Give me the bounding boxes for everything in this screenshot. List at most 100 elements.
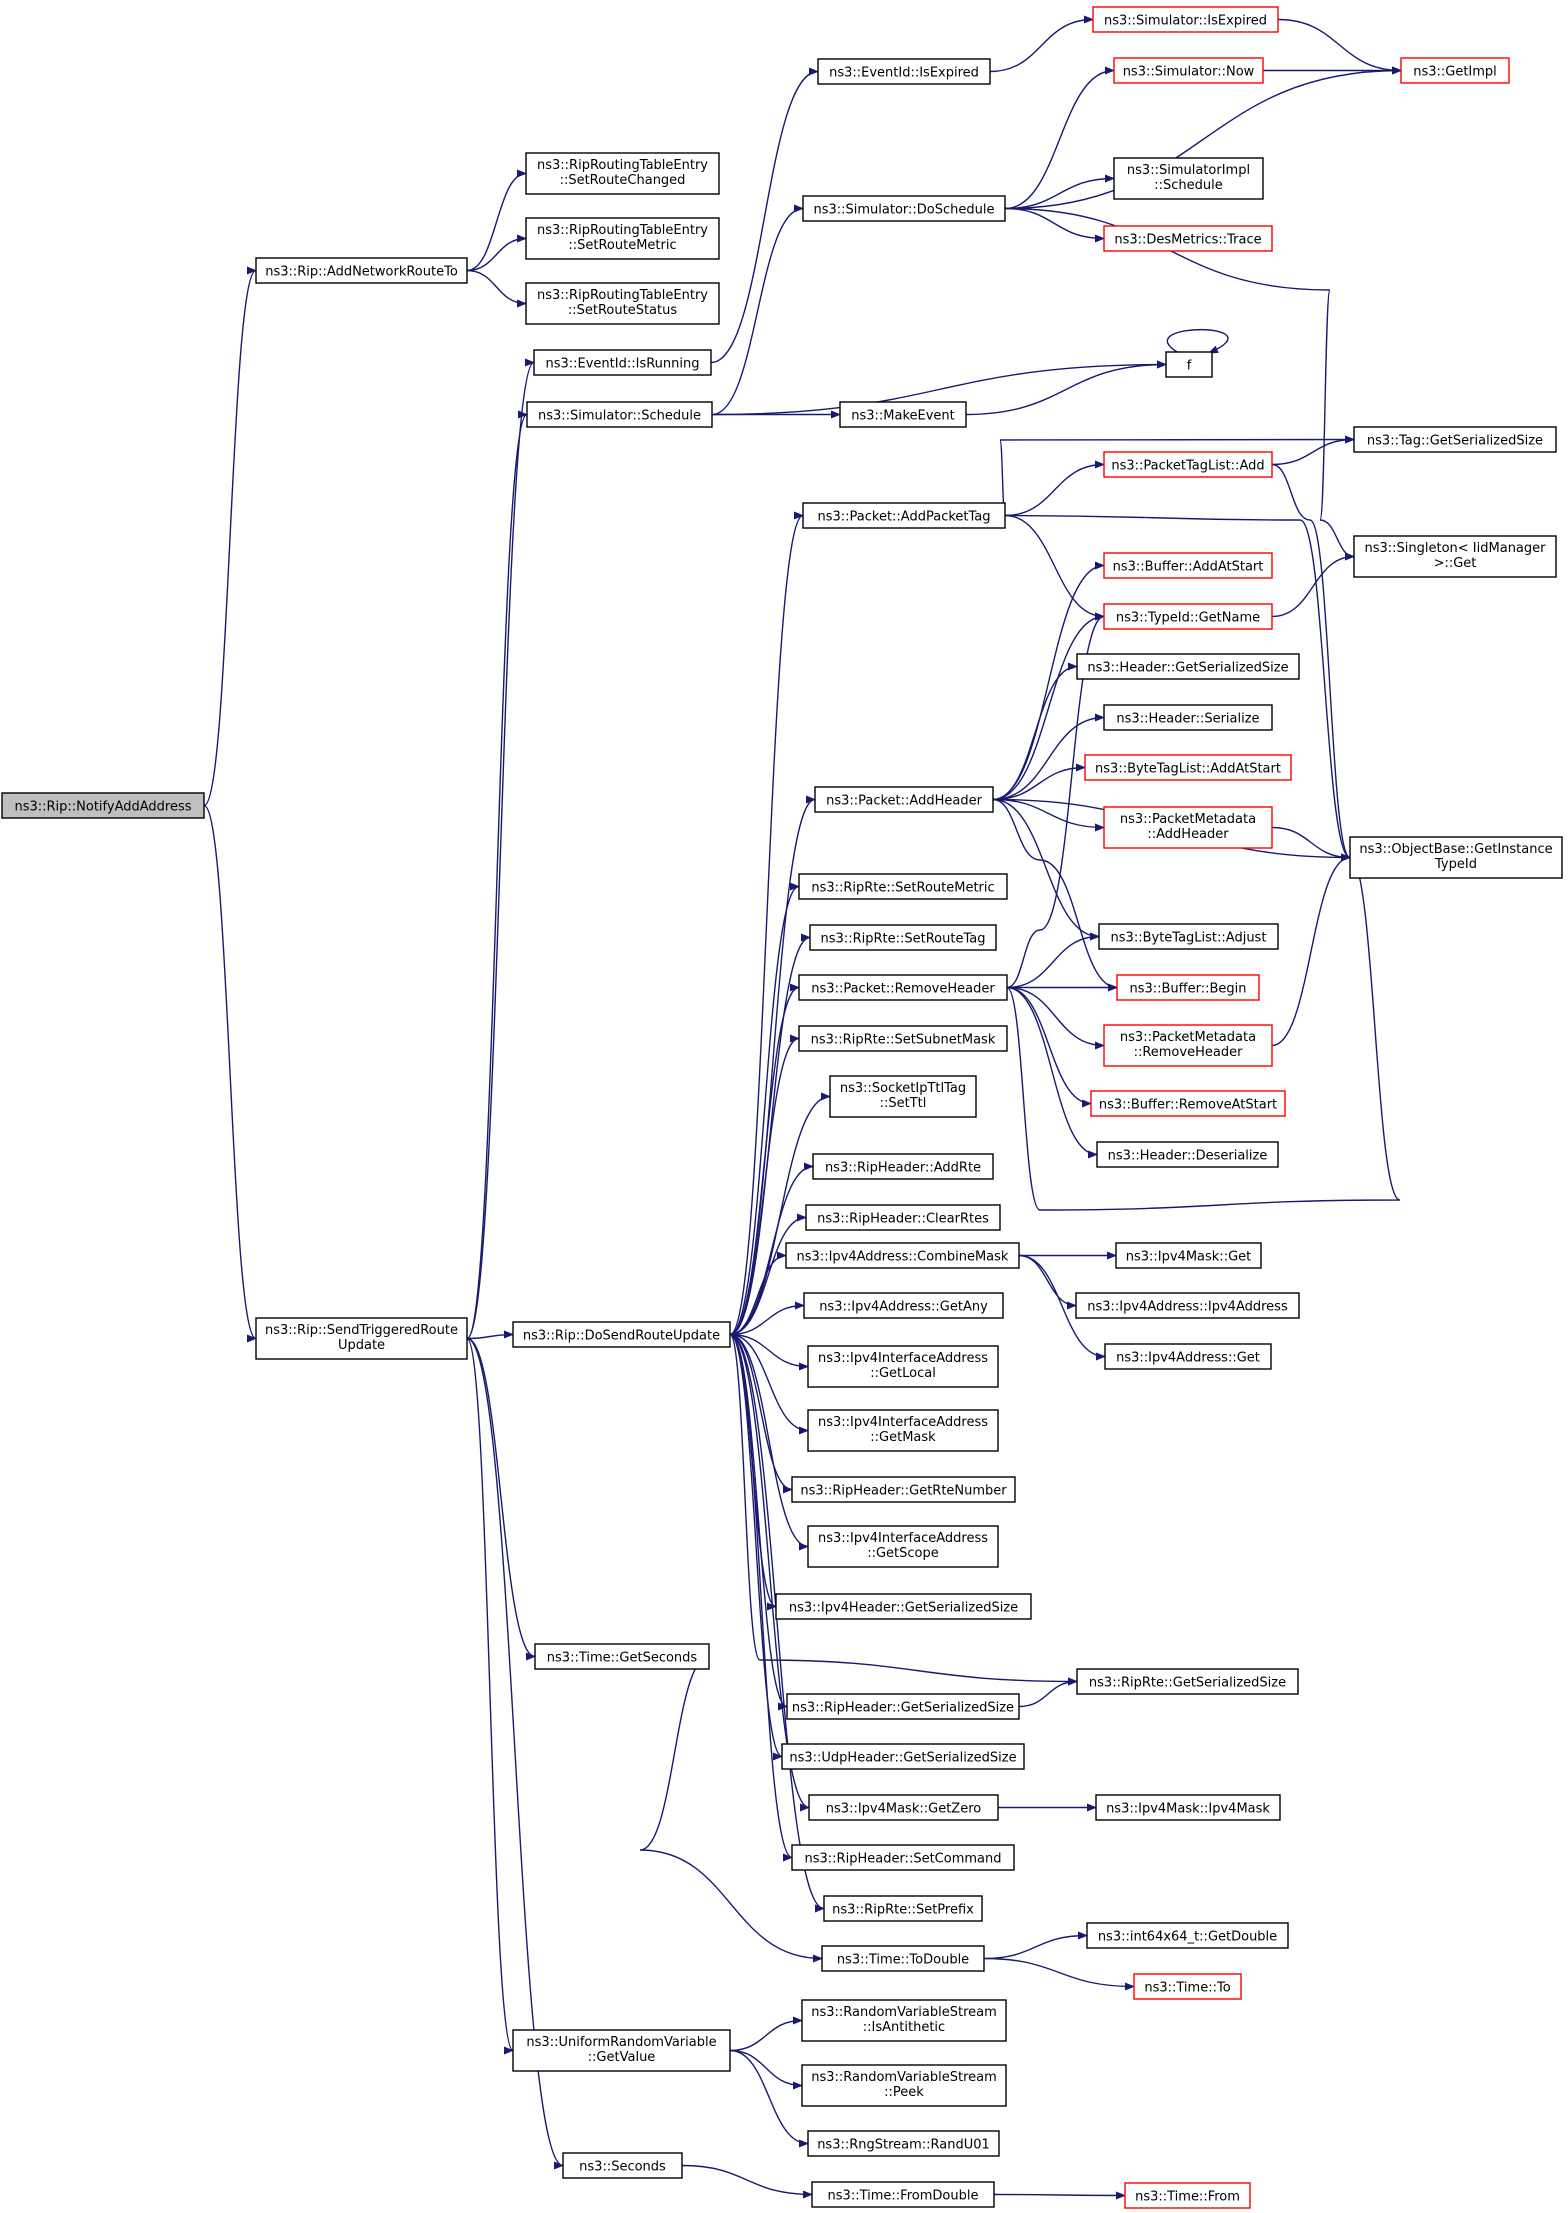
node-tagser[interactable]: ns3::Tag::GetSerializedSize (1353, 426, 1557, 453)
node-clearrtes[interactable]: ns3::RipHeader::ClearRtes (805, 1204, 1001, 1231)
node-isrunning[interactable]: ns3::EventId::IsRunning (533, 349, 712, 376)
edge-dosend-to-getrtenum (729, 1333, 793, 1494)
node-bufbegin[interactable]: ns3::Buffer::Begin (1116, 974, 1260, 1001)
node-getseconds[interactable]: ns3::Time::GetSeconds (534, 1643, 710, 1670)
node-setttl[interactable]: ns3::SocketIpTtlTag::SetTtl (829, 1075, 977, 1118)
edge-getseconds-to-todouble (639, 1655, 823, 1963)
node-label: ::GetValue (588, 2050, 656, 2065)
node-getlocal[interactable]: ns3::Ipv4InterfaceAddress::GetLocal (807, 1345, 999, 1388)
node-addpkttag[interactable]: ns3::Packet::AddPacketTag (802, 502, 1006, 529)
node-label: ns3::UdpHeader::GetSerializedSize (789, 1751, 1016, 1766)
node-timefrom[interactable]: ns3::Time::From (1124, 2182, 1251, 2209)
node-ptladd[interactable]: ns3::PacketTagList::Add (1103, 451, 1273, 478)
node-box (839, 401, 967, 428)
node-addrget[interactable]: ns3::Ipv4Address::Get (1104, 1343, 1272, 1370)
node-simexpired[interactable]: ns3::Simulator::IsExpired (1092, 6, 1279, 33)
node-setprefix[interactable]: ns3::RipRte::SetPrefix (823, 1895, 983, 1922)
node-fromdouble[interactable]: ns3::Time::FromDouble (811, 2181, 995, 2208)
node-getdouble[interactable]: ns3::int64x64_t::GetDouble (1086, 1922, 1289, 1949)
node-addheader[interactable]: ns3::Packet::AddHeader (814, 786, 994, 813)
node-hdrser[interactable]: ns3::Header::GetSerializedSize (1076, 653, 1300, 680)
node-dosched[interactable]: ns3::Simulator::DoSchedule (802, 195, 1006, 222)
node-btladdstart[interactable]: ns3::ByteTagList::AddAtStart (1084, 754, 1292, 781)
node-riphdrser[interactable]: ns3::RipHeader::GetSerializedSize (786, 1693, 1020, 1720)
node-box (807, 1525, 999, 1568)
node-getzero[interactable]: ns3::Ipv4Mask::GetZero (808, 1794, 999, 1821)
node-getany[interactable]: ns3::Ipv4Address::GetAny (803, 1292, 1004, 1319)
node-label: ns3::Ipv4Address::CombineMask (797, 1250, 1009, 1265)
node-label: ns3::Ipv4Address::Get (1116, 1351, 1260, 1366)
node-implsched[interactable]: ns3::SimulatorImpl::Schedule (1113, 157, 1264, 200)
node-box (785, 1242, 1020, 1269)
node-getscope[interactable]: ns3::Ipv4InterfaceAddress::GetScope (807, 1525, 999, 1568)
node-peek[interactable]: ns3::RandomVariableStream::Peek (801, 2064, 1007, 2107)
node-typeidname[interactable]: ns3::TypeId::GetName (1103, 603, 1273, 630)
node-desmetrics[interactable]: ns3::DesMetrics::Trace (1103, 225, 1273, 252)
node-makeevent[interactable]: ns3::MakeEvent (839, 401, 967, 428)
node-label: ns3::Ipv4Mask::Ipv4Mask (1106, 1802, 1270, 1817)
node-box (1103, 451, 1273, 478)
edge-dosend-to-setroutetag (729, 933, 811, 1336)
node-setstatus[interactable]: ns3::RipRoutingTableEntry::SetRouteStatu… (525, 282, 720, 325)
node-pmremhdr[interactable]: ns3::PacketMetadata::RemoveHeader (1103, 1024, 1273, 1067)
node-isanti[interactable]: ns3::RandomVariableStream::IsAntithetic (801, 1999, 1007, 2042)
node-box (1349, 836, 1563, 879)
node-simsched[interactable]: ns3::Simulator::Schedule (526, 401, 713, 428)
node-root[interactable]: ns3::Rip::NotifyAddAddress (1, 792, 205, 819)
node-setchanged[interactable]: ns3::RipRoutingTableEntry::SetRouteChang… (525, 152, 720, 195)
edge-sendtrig-to-isrunning (466, 358, 535, 1340)
node-combinemask[interactable]: ns3::Ipv4Address::CombineMask (785, 1242, 1020, 1269)
node-getimpl[interactable]: ns3::GetImpl (1400, 57, 1510, 84)
node-label: ::GetMask (870, 1430, 936, 1445)
edge-addroute-to-setchanged (466, 169, 527, 272)
node-label: ns3::Packet::AddPacketTag (817, 510, 990, 525)
node-box (802, 195, 1006, 222)
node-setroutemetric[interactable]: ns3::RipRte::SetRouteMetric (798, 873, 1008, 900)
node-pmaddhdr[interactable]: ns3::PacketMetadata::AddHeader (1103, 806, 1273, 849)
node-ripteser[interactable]: ns3::RipRte::GetSerializedSize (1076, 1668, 1299, 1695)
node-label: ns3::DesMetrics::Trace (1114, 233, 1261, 248)
node-udphdrser[interactable]: ns3::UdpHeader::GetSerializedSize (781, 1743, 1025, 1770)
node-ipv4addr[interactable]: ns3::Ipv4Address::Ipv4Address (1075, 1292, 1300, 1319)
node-f[interactable]: f (1165, 351, 1213, 378)
node-box (812, 1153, 994, 1180)
node-box (1116, 974, 1260, 1001)
edge-pmremhdr-to-objtypeid (1271, 853, 1351, 1047)
edge-simsched-to-dosched (711, 204, 804, 416)
node-hdrdeser[interactable]: ns3::Header::Deserialize (1096, 1141, 1279, 1168)
node-randu01[interactable]: ns3::RngStream::RandU01 (807, 2130, 1000, 2157)
node-getmask[interactable]: ns3::Ipv4InterfaceAddress::GetMask (807, 1409, 999, 1452)
node-singleton[interactable]: ns3::Singleton< IidManager>::Get (1353, 535, 1557, 578)
node-setcommand[interactable]: ns3::RipHeader::SetCommand (791, 1844, 1015, 1871)
node-seconds[interactable]: ns3::Seconds (562, 2152, 683, 2179)
node-maskget[interactable]: ns3::Ipv4Mask::Get (1115, 1242, 1262, 1269)
edge-dosend-to-getscope (729, 1333, 809, 1551)
node-getvalue[interactable]: ns3::UniformRandomVariable::GetValue (512, 2029, 731, 2072)
node-bufaddstart[interactable]: ns3::Buffer::AddAtStart (1103, 552, 1273, 579)
node-setsubnet[interactable]: ns3::RipRte::SetSubnetMask (798, 1025, 1008, 1052)
node-label: ns3::RandomVariableStream (811, 2005, 997, 2020)
node-getrtenum[interactable]: ns3::RipHeader::GetRteNumber (791, 1476, 1016, 1503)
node-addroute[interactable]: ns3::Rip::AddNetworkRouteTo (255, 257, 468, 284)
node-removehdr[interactable]: ns3::Packet::RemoveHeader (798, 974, 1008, 1001)
node-todouble[interactable]: ns3::Time::ToDouble (821, 1945, 985, 1972)
node-setmetric[interactable]: ns3::RipRoutingTableEntry::SetRouteMetri… (525, 217, 720, 260)
node-ipv4mask[interactable]: ns3::Ipv4Mask::Ipv4Mask (1095, 1794, 1281, 1821)
node-box (1113, 157, 1264, 200)
node-evexpired[interactable]: ns3::EventId::IsExpired (817, 58, 991, 85)
node-ipv4hdrser[interactable]: ns3::Ipv4Header::GetSerializedSize (775, 1593, 1032, 1620)
node-simnow[interactable]: ns3::Simulator::Now (1113, 57, 1264, 84)
node-timeto[interactable]: ns3::Time::To (1133, 1973, 1242, 2000)
edge-addroute-to-setstatus (466, 269, 527, 308)
node-addrte[interactable]: ns3::RipHeader::AddRte (812, 1153, 994, 1180)
node-box (1103, 704, 1273, 731)
node-bufremstart[interactable]: ns3::Buffer::RemoveAtStart (1090, 1090, 1286, 1117)
node-btladjust[interactable]: ns3::ByteTagList::Adjust (1098, 923, 1279, 950)
node-hdrserialize[interactable]: ns3::Header::Serialize (1103, 704, 1273, 731)
call-edges (203, 15, 1402, 2200)
node-setroutetag[interactable]: ns3::RipRte::SetRouteTag (809, 924, 997, 951)
node-label: ns3::RipHeader::GetRteNumber (800, 1484, 1007, 1499)
node-dosend[interactable]: ns3::Rip::DoSendRouteUpdate (512, 1321, 731, 1348)
